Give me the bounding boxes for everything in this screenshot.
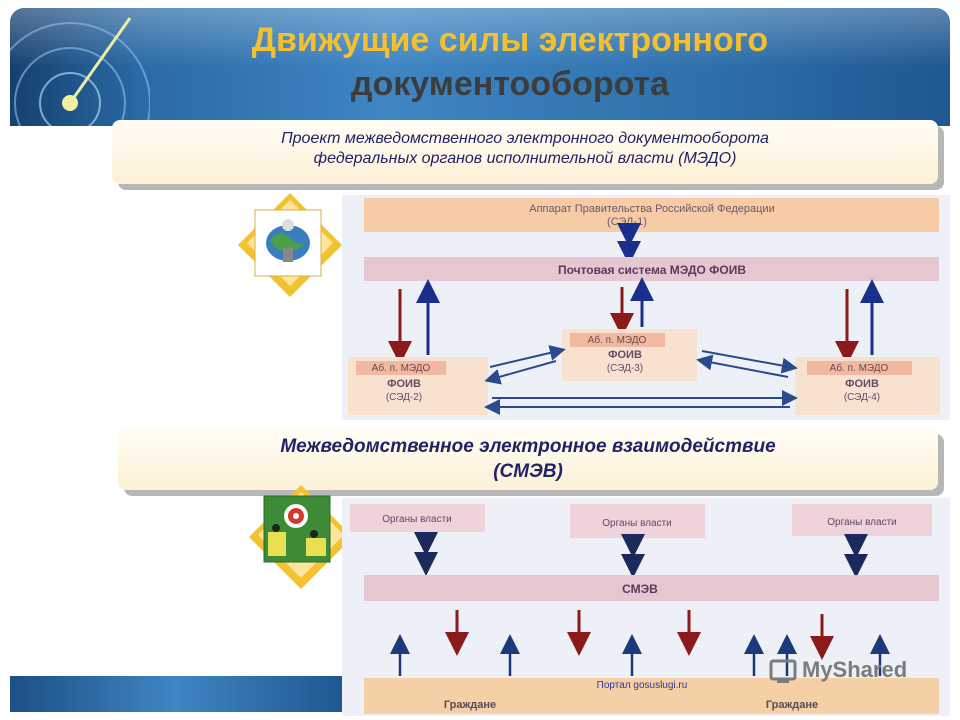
medo-right-sed: (СЭД-4)	[844, 392, 880, 403]
medo-mail-system: Почтовая система МЭДО ФОИВ	[558, 263, 746, 277]
smev-diagram: Органы власти Органы власти Органы власт…	[342, 498, 950, 716]
smev-caption-box: Межведомственное электронное взаимодейст…	[118, 428, 938, 490]
medo-left-sed: (СЭД-2)	[386, 392, 422, 403]
medo-left-name: ФОИВ	[387, 378, 421, 390]
title-line-1: Движущие силы электронного	[251, 21, 769, 59]
medo-caption-line-1: Проект межведомственного электронного до…	[281, 130, 769, 147]
medo-caption-box: Проект межведомственного электронного до…	[112, 120, 938, 184]
myshared-logo-icon	[769, 659, 797, 683]
header-banner: Движущие силы электронного документообор…	[10, 8, 950, 126]
smev-org-1: Органы власти	[382, 514, 451, 525]
medo-caption-line-2: федеральных органов исполнительной власт…	[313, 150, 737, 167]
medo-mid-tag: Аб. п. МЭДО	[588, 334, 647, 346]
medo-mid-sed: (СЭД-3)	[607, 363, 643, 374]
medo-top-line-1: Аппарат Правительства Российской Федерац…	[529, 203, 774, 215]
medo-left-tag: Аб. п. МЭДО	[372, 362, 431, 374]
smev-caption-line-1: Межведомственное электронное взаимодейст…	[280, 436, 776, 457]
title-line-2: документооборота	[350, 65, 670, 103]
globe-network-icon	[238, 193, 342, 297]
medo-right-name: ФОИВ	[845, 378, 879, 390]
smev-diagram-svg: Органы власти Органы власти Органы власт…	[350, 504, 939, 714]
footer-bar	[10, 676, 342, 712]
medo-diagram-svg: Аппарат Правительства Российской Федерац…	[348, 198, 940, 415]
header-gloss	[10, 8, 950, 67]
smev-org-3: Органы власти	[827, 517, 896, 528]
smev-citizens-2: Граждане	[766, 699, 818, 711]
smev-caption-line-2: (СМЭВ)	[493, 461, 563, 482]
myshared-watermark: MyShared	[802, 657, 908, 682]
smev-org-2: Органы власти	[602, 518, 671, 529]
medo-diagram: Аппарат Правительства Российской Федерац…	[342, 195, 950, 420]
smev-portal: Портал gosuslugi.ru	[597, 680, 688, 691]
medo-top-line-2: (СЭД-1)	[607, 216, 647, 228]
smev-bus: СМЭВ	[622, 582, 658, 596]
target-people-icon	[249, 485, 353, 589]
smev-citizens-1: Граждане	[444, 699, 496, 711]
medo-right-tag: Аб. п. МЭДО	[830, 362, 889, 374]
medo-mid-name: ФОИВ	[608, 349, 642, 361]
target-graphic-icon	[10, 17, 150, 126]
page-title: Движущие силы электронного документообор…	[160, 18, 860, 106]
